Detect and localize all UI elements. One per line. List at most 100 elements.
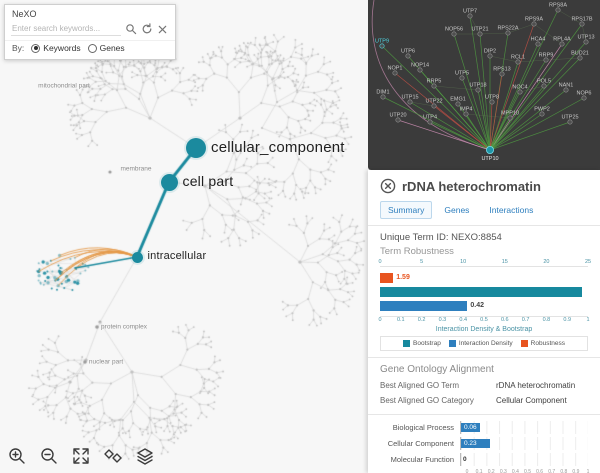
network-node-utp25[interactable]: UTP25 xyxy=(561,115,579,125)
network-node-utp21[interactable]: UTP21 xyxy=(471,27,489,37)
network-node-imp4[interactable]: IMP4 xyxy=(460,107,473,117)
svg-text:UTP10: UTP10 xyxy=(481,156,498,162)
svg-text:UTP9: UTP9 xyxy=(375,39,389,45)
network-node-nop14[interactable]: NOP14 xyxy=(411,63,429,73)
svg-text:UTP6: UTP6 xyxy=(401,49,415,55)
svg-text:BUD21: BUD21 xyxy=(571,51,589,57)
network-node-rps17b[interactable]: RPS17B xyxy=(571,17,593,27)
svg-text:NAN1: NAN1 xyxy=(559,83,574,89)
gene-network-graph[interactable]: UTP7 RPS8A RPS17B NOP56 UTP21 RPS22A RPS9A HCA4… xyxy=(368,0,600,170)
divider xyxy=(368,225,600,226)
ontology-tree-canvas[interactable] xyxy=(0,0,368,473)
tree-node-cell-part[interactable] xyxy=(160,173,178,191)
svg-text:IMP4: IMP4 xyxy=(460,107,473,113)
tab-genes[interactable]: Genes xyxy=(444,205,470,215)
radio-genes-label: Genes xyxy=(99,43,125,53)
network-node-nop56[interactable]: NOP56 xyxy=(445,27,463,37)
search-by-label: By: xyxy=(12,43,25,53)
svg-text:NOC4: NOC4 xyxy=(512,85,527,91)
network-node-mpp10[interactable]: MPP10 xyxy=(501,111,519,121)
go-category-value: Cellular Component xyxy=(496,396,567,405)
network-node-rrp5[interactable]: RRP5 xyxy=(427,79,442,89)
network-node-utp5[interactable]: UTP5 xyxy=(455,71,469,81)
network-node-rps22a[interactable]: RPS22A xyxy=(497,26,519,36)
network-node-nop1[interactable]: NOP1 xyxy=(388,66,403,76)
search-input[interactable] xyxy=(11,22,121,36)
network-node-emg1[interactable]: EMG1 xyxy=(450,97,466,107)
network-node-utp13[interactable]: UTP13 xyxy=(577,35,595,45)
svg-text:MPP10: MPP10 xyxy=(501,111,519,117)
svg-text:UTP20: UTP20 xyxy=(389,113,406,119)
network-node-utp6[interactable]: UTP6 xyxy=(401,49,415,59)
zoom-out-button[interactable] xyxy=(37,444,61,468)
network-node-utp4[interactable]: UTP4 xyxy=(423,115,437,125)
details-tabs: Summary Genes Interactions xyxy=(380,201,588,219)
layers-button[interactable] xyxy=(133,444,157,468)
network-node-pwp2[interactable]: PWP2 xyxy=(534,107,550,117)
svg-text:UTP21: UTP21 xyxy=(471,27,488,33)
network-node-hca4[interactable]: HCA4 xyxy=(531,37,546,47)
tree-branch-label: mitochondrial part xyxy=(38,82,90,90)
fit-content-button[interactable] xyxy=(69,444,93,468)
network-node-noc4[interactable]: NOC4 xyxy=(512,85,528,95)
radio-keywords-label: Keywords xyxy=(43,43,81,53)
network-node-rpl4a[interactable]: RPL4A xyxy=(553,37,571,47)
tree-branch-label: protein complex xyxy=(101,323,147,331)
radio-keywords[interactable]: Keywords xyxy=(31,43,81,53)
tree-node-intracellular[interactable] xyxy=(131,251,143,263)
network-node-utp9[interactable]: UTP9 xyxy=(375,39,389,49)
legend-item: Interaction Density xyxy=(448,340,513,347)
network-node-bud21[interactable]: BUD21 xyxy=(571,51,589,61)
network-node-rps13[interactable]: RPS13 xyxy=(493,67,511,77)
network-node-utp10[interactable]: UTP10 xyxy=(481,145,499,162)
network-node-rps8a[interactable]: RPS8A xyxy=(549,3,567,13)
tab-interactions[interactable]: Interactions xyxy=(489,205,534,215)
network-node-nan1[interactable]: NAN1 xyxy=(559,83,574,93)
svg-text:RPS17B: RPS17B xyxy=(571,17,592,23)
term-title: rDNA heterochromatin xyxy=(402,178,541,194)
network-node-rps9a[interactable]: RPS9A xyxy=(525,17,543,27)
svg-text:NOP6: NOP6 xyxy=(577,91,592,97)
refresh-icon[interactable] xyxy=(140,23,153,36)
zoom-in-button[interactable] xyxy=(5,444,29,468)
network-node-rrp9[interactable]: RRP9 xyxy=(539,53,554,63)
go-alignment-heading: Gene Ontology Alignment xyxy=(380,364,494,375)
clear-search-icon[interactable] xyxy=(156,23,169,36)
svg-text:RPS22A: RPS22A xyxy=(497,26,518,32)
radio-genes-dot[interactable] xyxy=(87,43,97,53)
network-node-dim1[interactable]: DIM1 xyxy=(376,90,390,100)
gene-network-panel[interactable]: UTP7 RPS8A RPS17B NOP56 UTP21 RPS22A RPS9A HCA4… xyxy=(368,0,600,170)
network-node-rcl1[interactable]: RCL1 xyxy=(511,55,525,65)
svg-text:DIM1: DIM1 xyxy=(376,90,389,96)
network-node-utp8[interactable]: UTP8 xyxy=(485,95,499,105)
svg-text:UTP22: UTP22 xyxy=(425,99,442,105)
network-node-utp20[interactable]: UTP20 xyxy=(389,113,407,123)
tab-summary[interactable]: Summary xyxy=(380,201,433,219)
radio-genes[interactable]: Genes xyxy=(87,43,125,53)
svg-text:POL5: POL5 xyxy=(537,79,551,85)
network-node-utp7[interactable]: UTP7 xyxy=(463,9,477,19)
network-node-pol5[interactable]: POL5 xyxy=(537,79,551,89)
svg-text:NOP14: NOP14 xyxy=(411,63,429,69)
tree-node-label: cell part xyxy=(182,173,234,190)
fit-selection-button[interactable] xyxy=(101,444,125,468)
tree-node-label: intracellular xyxy=(147,250,207,263)
radio-keywords-dot[interactable] xyxy=(31,43,41,53)
network-node-utp18[interactable]: UTP18 xyxy=(469,83,487,93)
unique-term-id: Unique Term ID: NEXO:8854 xyxy=(380,232,502,243)
network-node-nop6[interactable]: NOP6 xyxy=(577,91,592,101)
network-node-utp22[interactable]: UTP22 xyxy=(425,99,443,109)
tree-node-cellular-component[interactable] xyxy=(186,138,206,158)
network-node-utp15[interactable]: UTP15 xyxy=(401,95,419,105)
search-icon[interactable] xyxy=(124,23,137,36)
svg-text:PWP2: PWP2 xyxy=(534,107,550,113)
svg-text:RRP9: RRP9 xyxy=(539,53,554,59)
svg-text:DIP2: DIP2 xyxy=(484,49,496,55)
go-alignment-category-row: Best Aligned GO Category Cellular Compon… xyxy=(380,393,588,408)
svg-text:NOP1: NOP1 xyxy=(388,66,403,72)
close-icon[interactable] xyxy=(380,178,396,194)
network-node-dip2[interactable]: DIP2 xyxy=(484,49,496,59)
